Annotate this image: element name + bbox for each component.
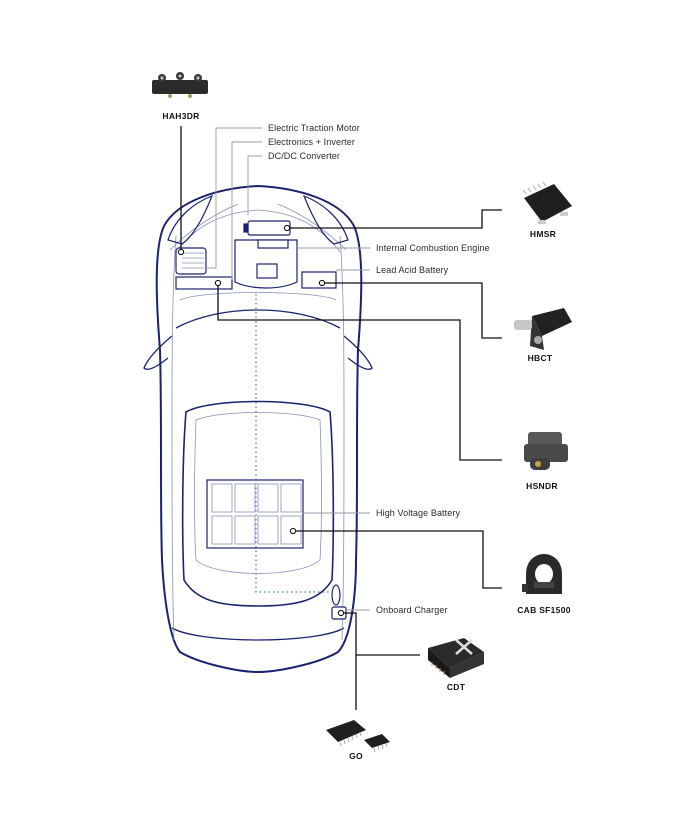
front-lamps xyxy=(167,194,349,245)
ring-sensor-icon xyxy=(522,554,562,594)
pcb-module-icon xyxy=(428,638,484,678)
battery-clamp-sensor-icon xyxy=(514,308,572,350)
product-name-hah3dr: HAH3DR xyxy=(162,111,200,121)
label-dc-dc-converter: DC/DC Converter xyxy=(268,151,341,161)
product-name-cdt: CDT xyxy=(446,682,466,692)
traction-motor-block xyxy=(175,247,207,275)
connector-hmsr xyxy=(287,209,502,229)
connector-cdt xyxy=(341,612,420,656)
soic-chips-icon xyxy=(326,720,390,753)
car-body xyxy=(143,184,373,674)
inverter-block xyxy=(175,276,233,290)
car-detail-lines xyxy=(169,203,347,641)
busbar-sensor-icon xyxy=(152,72,208,98)
product-name-hmsr: HMSR xyxy=(529,229,557,239)
ic-chip-icon xyxy=(522,181,572,224)
roof-outline xyxy=(181,400,335,607)
product-name-hbct: HBCT xyxy=(527,353,553,363)
connector-lines xyxy=(180,126,502,710)
housing-sensor-icon xyxy=(524,432,568,470)
connector-hsndr xyxy=(217,283,502,461)
product-name-hsndr: HSNDR xyxy=(526,481,558,491)
windshield-line xyxy=(175,309,341,329)
connector-endpoints xyxy=(177,224,345,617)
dcdc-block xyxy=(247,220,291,236)
hv-dotted-path xyxy=(255,294,332,593)
lead-acid-block xyxy=(301,271,337,289)
charge-port xyxy=(331,584,341,606)
hv-battery-cells xyxy=(211,483,302,545)
left-mirror xyxy=(143,335,173,370)
label-lead-acid-battery: Lead Acid Battery xyxy=(376,265,449,275)
label-internal-combustion-engine: Internal Combustion Engine xyxy=(376,243,490,253)
product-name-go: GO xyxy=(349,751,363,761)
label-electric-traction-motor: Electric Traction Motor xyxy=(268,123,360,133)
label-onboard-charger: Onboard Charger xyxy=(376,605,448,615)
connector-cab xyxy=(293,530,502,589)
label-high-voltage-battery: High Voltage Battery xyxy=(376,508,461,518)
product-name-cab-sf1500: CAB SF1500 xyxy=(517,605,571,615)
label-electronics-inverter: Electronics + Inverter xyxy=(268,137,355,147)
car-outer-outline xyxy=(155,184,363,674)
rear-bumper-line xyxy=(171,627,345,641)
leader-lines xyxy=(206,127,370,611)
right-mirror xyxy=(343,335,373,370)
connector-hbct xyxy=(322,282,502,339)
